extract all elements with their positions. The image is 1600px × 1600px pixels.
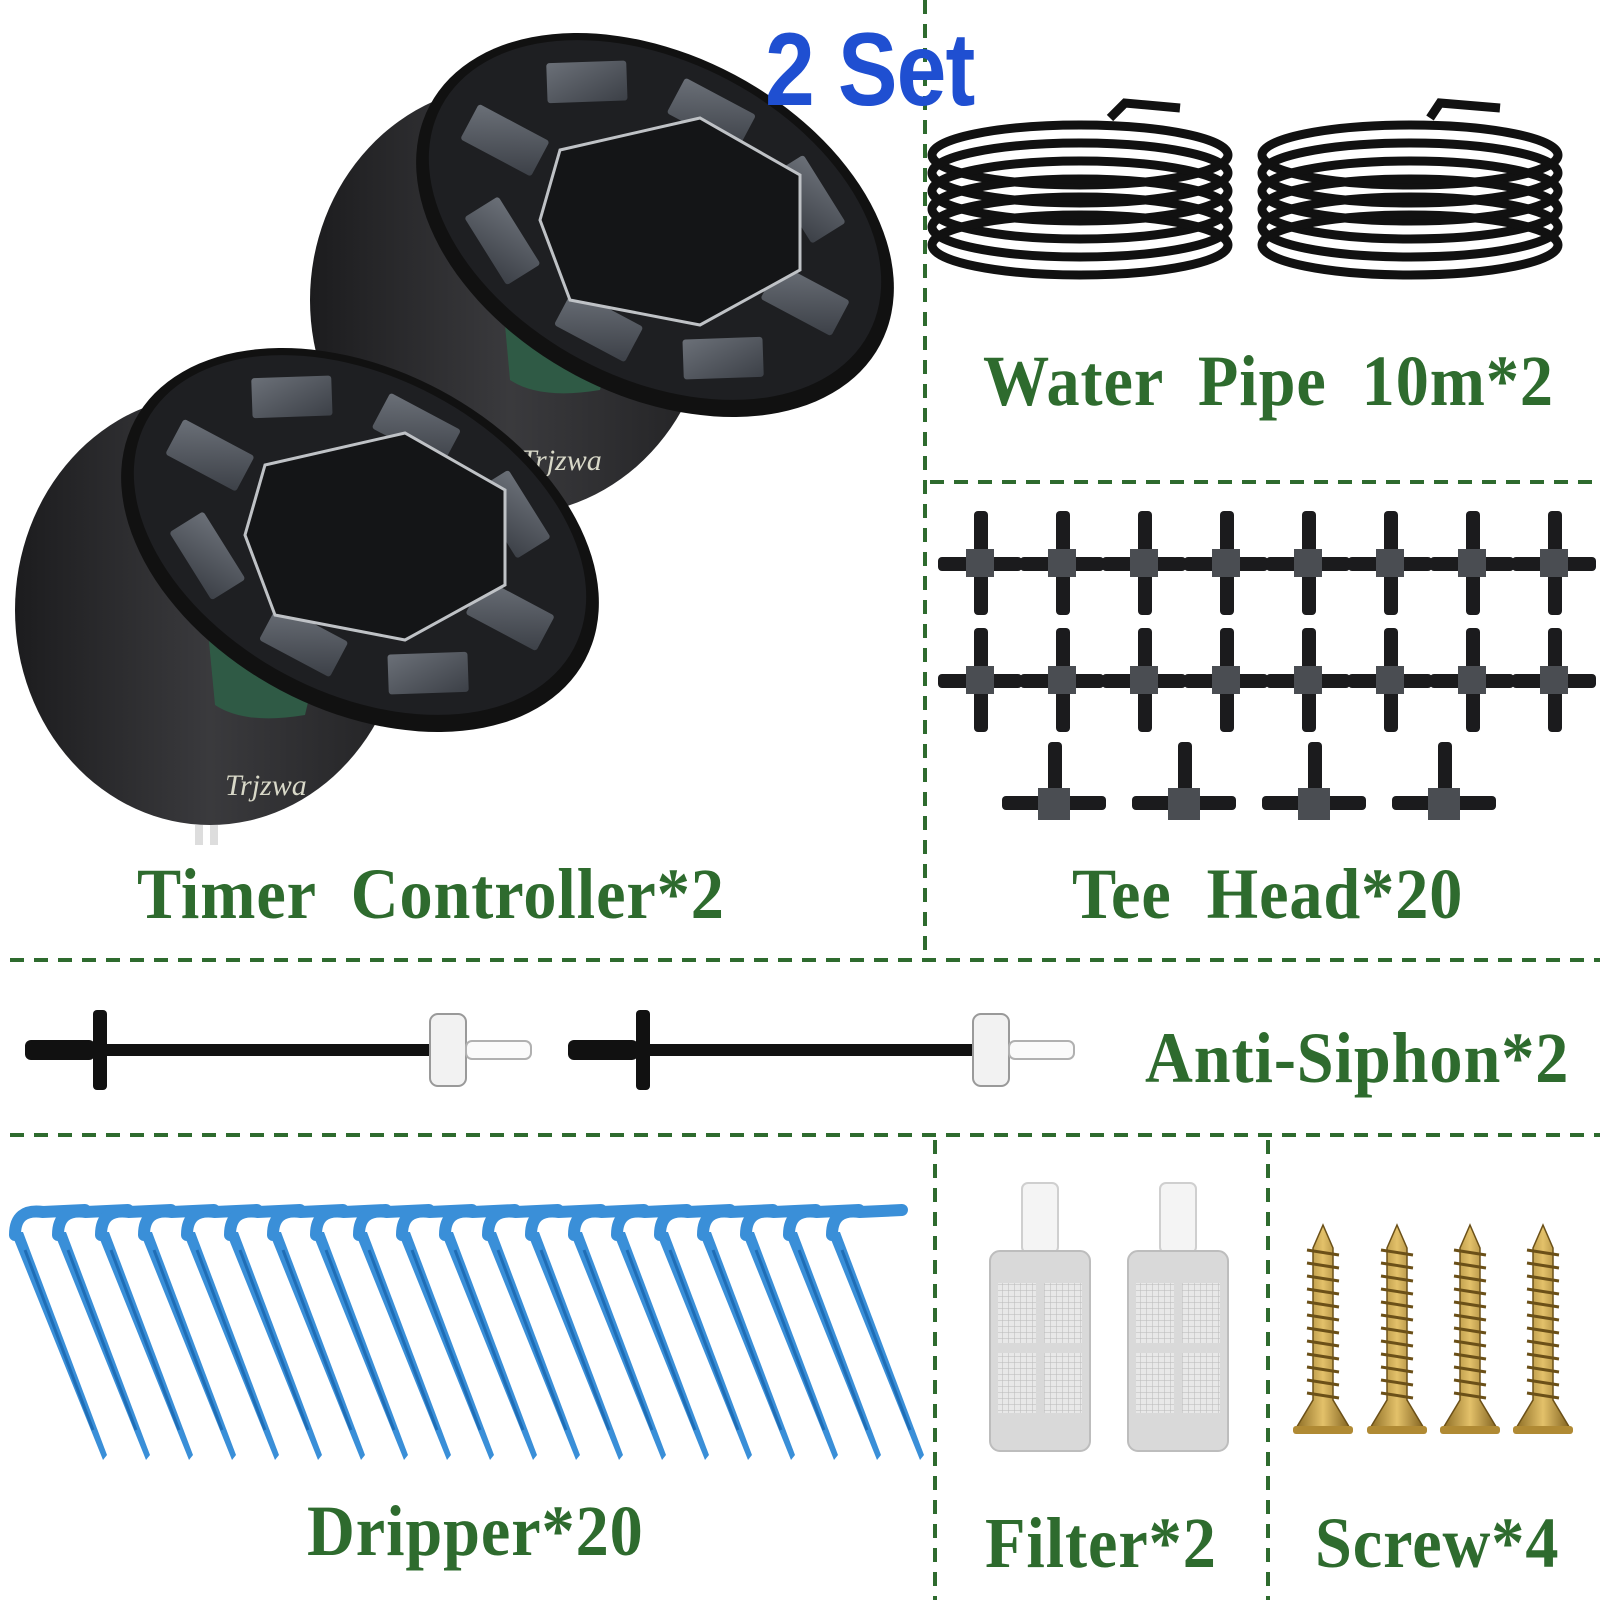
dripper-stake: [525, 1204, 623, 1460]
dripper-stake: [95, 1204, 193, 1460]
tee-head-cross: [1348, 511, 1432, 615]
dripper-stake: [654, 1204, 752, 1460]
screw: [1440, 1223, 1500, 1434]
dripper-stake: [697, 1204, 795, 1460]
tee-head-tee: [1132, 742, 1236, 820]
tee-head-cross: [938, 511, 1022, 615]
tee-head-tee: [1392, 742, 1496, 820]
tee-head-cross: [1102, 628, 1186, 732]
label-dripper: Dripper*20: [307, 1491, 644, 1571]
tee-head-cross: [1512, 628, 1596, 732]
tee-head-tee: [1002, 742, 1106, 820]
timer-controller-front: Trjzwa: [15, 348, 599, 845]
brand-logo-front: Trjzwa: [225, 769, 307, 802]
screws: [1293, 1223, 1573, 1434]
tee-head-cross: [1020, 511, 1104, 615]
dripper-stake: [826, 1204, 924, 1460]
screw: [1293, 1223, 1353, 1434]
tee-head-cross: [1266, 628, 1350, 732]
dripper-stake: [9, 1204, 107, 1460]
tee-head-cross: [1348, 628, 1432, 732]
label-screw: Screw*4: [1315, 1503, 1560, 1583]
dripper-stake: [611, 1204, 709, 1460]
dripper-stake: [310, 1204, 408, 1460]
tee-head-cross: [1430, 628, 1514, 732]
dripper-stake: [568, 1204, 666, 1460]
filter: [1127, 1182, 1229, 1452]
label-anti-siphon: Anti-Siphon*2: [1145, 1018, 1570, 1098]
anti-siphon: [568, 1010, 1075, 1090]
tee-head-cross: [1102, 511, 1186, 615]
screw: [1513, 1223, 1573, 1434]
tee-head-cross: [1512, 511, 1596, 615]
drippers: [9, 1204, 924, 1460]
tee-head-cross: [1430, 511, 1514, 615]
dripper-stake: [224, 1204, 322, 1460]
dripper-stake: [482, 1204, 580, 1460]
tee-head-cross: [1184, 628, 1268, 732]
filters: [989, 1182, 1229, 1452]
label-timer-controller: Timer Controller*2: [137, 854, 725, 934]
filter: [989, 1182, 1091, 1452]
dripper-stake: [138, 1204, 236, 1460]
section-dividers: [10, 0, 1600, 1600]
water-pipe-coils: [927, 98, 1563, 280]
dripper-stake: [396, 1204, 494, 1460]
dripper-stake: [52, 1204, 150, 1460]
label-filter: Filter*2: [985, 1503, 1217, 1583]
label-tee-head: Tee Head*20: [1072, 854, 1464, 934]
tee-head-tee: [1262, 742, 1366, 820]
dripper-stake: [267, 1204, 365, 1460]
screw: [1367, 1223, 1427, 1434]
label-water-pipe: Water Pipe 10m*2: [983, 341, 1554, 421]
anti-siphons: [25, 1010, 1075, 1090]
dripper-stake: [740, 1204, 838, 1460]
anti-siphon: [25, 1010, 532, 1090]
tee-head-cross: [1184, 511, 1268, 615]
set-count-title: 2 Set: [765, 12, 975, 128]
dripper-stake: [439, 1204, 537, 1460]
dripper-stake: [353, 1204, 451, 1460]
tee-heads: [938, 511, 1596, 820]
tee-head-cross: [1020, 628, 1104, 732]
dripper-stake: [181, 1204, 279, 1460]
dripper-stake: [783, 1204, 881, 1460]
tee-head-cross: [938, 628, 1022, 732]
tee-head-cross: [1266, 511, 1350, 615]
